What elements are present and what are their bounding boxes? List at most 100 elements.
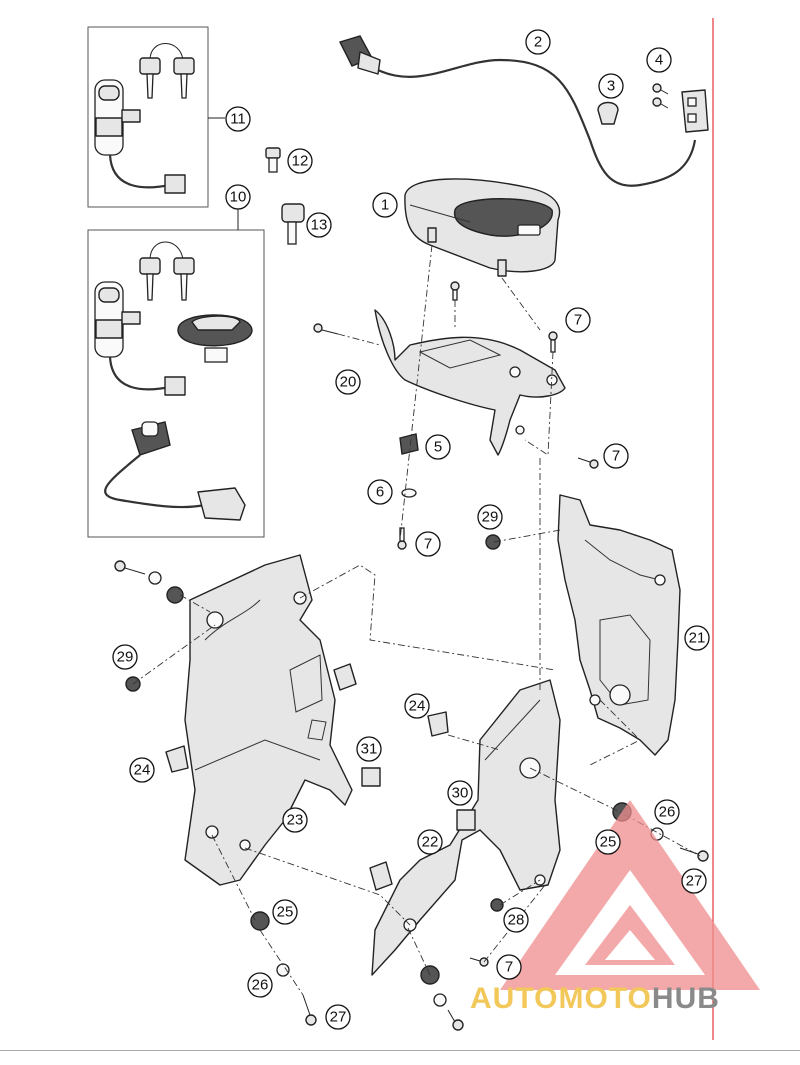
callout-31: 31: [356, 736, 382, 762]
callout-22: 22: [417, 829, 443, 855]
svg-text:11: 11: [230, 111, 246, 128]
callout-27-b: 27: [681, 868, 707, 894]
callout-28: 28: [503, 907, 529, 933]
svg-text:31: 31: [361, 741, 378, 758]
svg-text:3: 3: [607, 78, 615, 95]
callout-3: 3: [598, 73, 624, 99]
pad-31: [361, 767, 381, 787]
screw-7-mid: [577, 457, 599, 469]
mounting-bracket-20: [374, 309, 566, 456]
svg-text:10: 10: [230, 189, 247, 206]
screw-7-top: [450, 281, 460, 301]
svg-text:6: 6: [376, 484, 384, 501]
clip-24-right: [427, 711, 449, 737]
svg-text:24: 24: [409, 698, 426, 715]
svg-text:23: 23: [287, 812, 304, 829]
part-12: [265, 147, 281, 173]
watermark-text: AUTOMOTOHUB: [470, 982, 720, 1016]
callout-24-a: 24: [129, 757, 155, 783]
callout-7-c: 7: [415, 531, 441, 557]
svg-text:7: 7: [612, 448, 620, 465]
callout-21: 21: [684, 625, 710, 651]
callout-7-a: 7: [565, 307, 591, 333]
screw-7-left: [313, 323, 339, 335]
callout-26-a: 26: [247, 972, 273, 998]
callout-10: 10: [225, 184, 251, 210]
right-frame-21: [557, 494, 681, 756]
ignition-cylinder-10: [94, 281, 186, 396]
callout-25-a: 25: [272, 899, 298, 925]
callout-29-b: 29: [112, 644, 138, 670]
svg-text:24: 24: [134, 762, 151, 779]
callout-4: 4: [646, 47, 672, 73]
callout-6: 6: [367, 479, 393, 505]
callout-13: 13: [306, 212, 332, 238]
left-side-panel-23: [184, 554, 353, 886]
speed-sensor-cable-2: [339, 35, 709, 187]
callout-11: 11: [225, 106, 251, 132]
callout-7-b: 7: [603, 443, 629, 469]
instrument-cluster-1: [404, 178, 561, 277]
screw-7-bottom: [469, 957, 489, 967]
svg-text:27: 27: [686, 873, 703, 890]
nut-29-right: [485, 534, 501, 550]
svg-text:27: 27: [330, 1009, 347, 1026]
svg-text:7: 7: [424, 536, 432, 553]
svg-text:4: 4: [655, 52, 663, 69]
callout-23: 23: [282, 807, 308, 833]
clamp-3: [597, 101, 619, 125]
callout-1: 1: [372, 192, 398, 218]
bolt-assembly-bottom-left: [250, 911, 317, 1026]
washer-6: [401, 488, 417, 498]
pad-30: [456, 809, 476, 831]
callout-29-a: 29: [477, 504, 503, 530]
svg-text:22: 22: [422, 834, 439, 851]
callout-30: 30: [447, 780, 473, 806]
ignition-cylinder-11: [94, 79, 186, 194]
ignition-keys-11: [139, 43, 195, 99]
callout-25-b: 25: [595, 829, 621, 855]
svg-text:30: 30: [452, 785, 469, 802]
clip-24-left: [165, 745, 189, 773]
bottom-divider: [0, 1050, 800, 1051]
assembly-leader-lines: [132, 244, 701, 996]
screw-7-lower: [397, 527, 407, 550]
seat-lock-10: [104, 421, 246, 521]
svg-text:26: 26: [659, 804, 676, 821]
svg-text:20: 20: [340, 374, 357, 391]
callout-5: 5: [425, 434, 451, 460]
svg-text:25: 25: [277, 904, 294, 921]
rubber-grommet-5: [399, 433, 419, 455]
callout-7-d: 7: [496, 954, 522, 980]
keys-10: [139, 241, 195, 301]
callout-26-b: 26: [654, 799, 680, 825]
svg-text:12: 12: [292, 153, 309, 170]
watermark-text-part1: AUTOMOTO: [470, 982, 652, 1015]
svg-text:25: 25: [600, 834, 617, 851]
svg-text:29: 29: [117, 649, 134, 666]
svg-text:2: 2: [534, 34, 542, 51]
svg-text:5: 5: [434, 439, 442, 456]
lock-set-with-seat-lock-box: [87, 229, 265, 538]
callout-20: 20: [335, 369, 361, 395]
callout-24-b: 24: [404, 693, 430, 719]
callout-2: 2: [525, 29, 551, 55]
clip-lower-mid: [369, 861, 393, 891]
bolt-assembly-left: [114, 560, 184, 604]
svg-text:29: 29: [482, 509, 499, 526]
nut-28: [490, 898, 504, 912]
fuel-cap-lock-10: [177, 314, 253, 363]
svg-text:26: 26: [252, 977, 269, 994]
svg-text:1: 1: [381, 197, 389, 214]
svg-text:28: 28: [508, 912, 525, 929]
callout-27-a: 27: [325, 1004, 351, 1030]
watermark-text-part2: HUB: [651, 982, 720, 1015]
watermark-logo: [500, 800, 760, 990]
clip-upper-left: [333, 663, 357, 691]
bolt-assembly-bottom-mid: [420, 965, 464, 1031]
svg-text:21: 21: [689, 630, 706, 647]
svg-text:7: 7: [505, 959, 513, 976]
callout-12: 12: [287, 148, 313, 174]
svg-text:13: 13: [311, 217, 328, 234]
